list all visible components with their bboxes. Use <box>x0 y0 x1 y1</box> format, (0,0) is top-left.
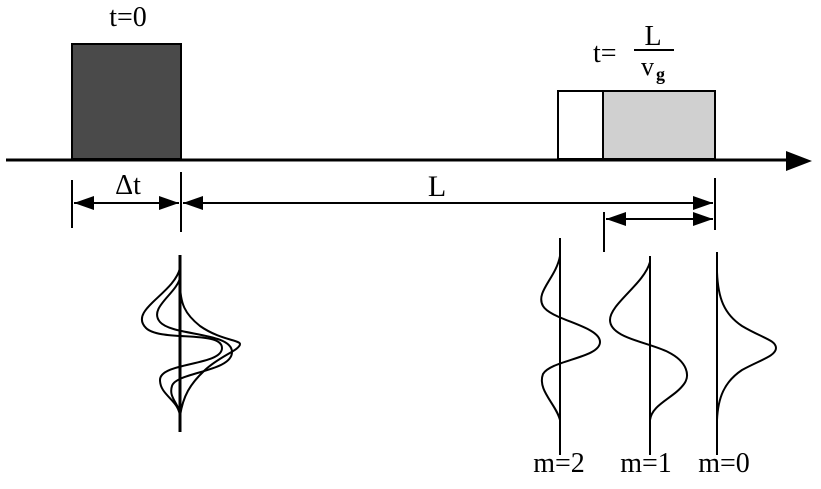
mode0-profile <box>716 271 778 421</box>
mode2-profile <box>540 255 602 421</box>
output-pulse <box>602 90 716 160</box>
input-mode2-profile <box>140 267 224 419</box>
length-arrow-left <box>183 196 203 210</box>
label-t-numerator: L <box>644 21 661 52</box>
output-pulse-leading <box>557 90 605 160</box>
input-mode-profiles <box>140 255 242 432</box>
label-t-subscript: g <box>656 64 665 84</box>
label-mode1: m=1 <box>620 448 672 479</box>
label-mode0: m=0 <box>698 448 750 479</box>
mode1-profile-group: m=1 <box>608 256 688 479</box>
axis-arrowhead <box>786 151 812 171</box>
mode0-profile-group: m=0 <box>698 252 778 479</box>
label-t-denominator: v <box>641 52 654 81</box>
delta-t-arrow-right <box>159 196 179 210</box>
label-t-prefix: t= <box>593 38 617 69</box>
input-mode0-profile <box>179 281 242 417</box>
length-arrow-right <box>693 196 713 210</box>
label-t0: t=0 <box>109 2 147 33</box>
mode-spread-arrow-right <box>693 212 713 226</box>
mode1-profile <box>608 261 688 421</box>
label-length: L <box>428 170 446 203</box>
delta-t-arrow-left <box>74 196 94 210</box>
label-delta-t: Δt <box>115 170 141 201</box>
input-pulse <box>71 43 182 160</box>
mode-spread-arrow-left <box>606 212 626 226</box>
label-mode2: m=2 <box>533 448 585 479</box>
mode2-profile-group: m=2 <box>533 238 602 479</box>
label-t-travel: t= L v g <box>593 21 674 84</box>
